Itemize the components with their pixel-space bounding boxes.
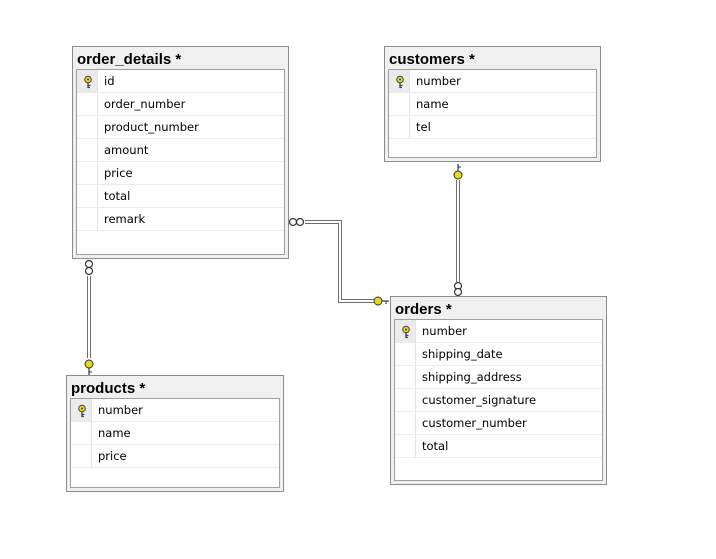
column-row[interactable]: amount (77, 139, 284, 162)
column-name: price (98, 449, 127, 463)
column-name: number (98, 403, 143, 417)
row-selector[interactable] (395, 320, 416, 342)
relationship-orders-customers[interactable] (453, 164, 463, 297)
row-selector[interactable] (71, 422, 92, 444)
relationship-order-details-products[interactable] (84, 259, 94, 376)
table-order-details[interactable]: order_details * id order_number product_nu… (72, 46, 289, 259)
column-name: shipping_address (422, 370, 522, 384)
column-name: total (104, 189, 131, 203)
column-name: number (422, 324, 467, 338)
column-row[interactable]: number (395, 320, 602, 343)
column-name: product_number (104, 120, 199, 134)
column-name: tel (416, 120, 431, 134)
row-selector[interactable] (71, 399, 92, 421)
column-grid: number name tel (388, 69, 597, 158)
column-row[interactable]: order_number (77, 93, 284, 116)
column-row[interactable]: shipping_address (395, 366, 602, 389)
row-selector[interactable] (395, 412, 416, 434)
column-name: customer_number (422, 416, 527, 430)
column-name: remark (104, 212, 146, 226)
table-title[interactable]: products * (71, 380, 146, 397)
column-name: name (416, 97, 449, 111)
column-row[interactable]: tel (389, 116, 596, 139)
table-title[interactable]: orders * (395, 301, 452, 318)
table-title[interactable]: customers * (389, 51, 475, 68)
row-selector[interactable] (395, 389, 416, 411)
column-row[interactable]: price (77, 162, 284, 185)
column-name: name (98, 426, 131, 440)
column-row[interactable]: total (77, 185, 284, 208)
column-row[interactable]: shipping_date (395, 343, 602, 366)
column-row[interactable]: customer_signature (395, 389, 602, 412)
row-selector[interactable] (77, 139, 98, 161)
column-name: customer_signature (422, 393, 537, 407)
row-selector[interactable] (71, 445, 92, 467)
table-customers[interactable]: customers * number name tel (384, 46, 601, 162)
column-row[interactable]: total (395, 435, 602, 458)
row-selector[interactable] (77, 208, 98, 230)
one-end-key-icon (373, 296, 389, 306)
column-row[interactable]: product_number (77, 116, 284, 139)
column-name: total (422, 439, 449, 453)
column-row[interactable]: customer_number (395, 412, 602, 435)
many-end-infinity-icon (84, 259, 94, 276)
column-row[interactable]: name (389, 93, 596, 116)
column-row[interactable]: price (71, 445, 279, 468)
column-row[interactable]: number (389, 70, 596, 93)
column-row[interactable]: remark (77, 208, 284, 231)
row-selector[interactable] (77, 116, 98, 138)
row-selector[interactable] (77, 185, 98, 207)
row-selector[interactable] (389, 93, 410, 115)
relationship-order-details-orders[interactable] (288, 217, 390, 306)
table-orders[interactable]: orders * number shipping_date shipping_add… (390, 296, 607, 485)
row-selector[interactable] (395, 435, 416, 457)
table-products[interactable]: products * number name price (66, 375, 284, 492)
many-end-infinity-icon (288, 217, 305, 227)
row-selector[interactable] (77, 93, 98, 115)
row-selector[interactable] (389, 70, 410, 92)
row-selector[interactable] (77, 162, 98, 184)
row-selector[interactable] (395, 343, 416, 365)
column-name: id (104, 74, 115, 88)
column-row[interactable]: name (71, 422, 279, 445)
many-end-infinity-icon (453, 281, 463, 297)
column-name: order_number (104, 97, 186, 111)
column-grid: number name price (70, 398, 280, 488)
row-selector[interactable] (395, 366, 416, 388)
one-end-key-icon (453, 164, 463, 180)
column-row[interactable]: id (77, 70, 284, 93)
column-name: number (416, 74, 461, 88)
column-name: amount (104, 143, 149, 157)
row-selector[interactable] (389, 116, 410, 138)
row-selector[interactable] (77, 70, 98, 92)
column-name: price (104, 166, 133, 180)
column-name: shipping_date (422, 347, 503, 361)
table-title[interactable]: order_details * (77, 51, 182, 68)
column-row[interactable]: number (71, 399, 279, 422)
one-end-key-icon (84, 359, 94, 375)
